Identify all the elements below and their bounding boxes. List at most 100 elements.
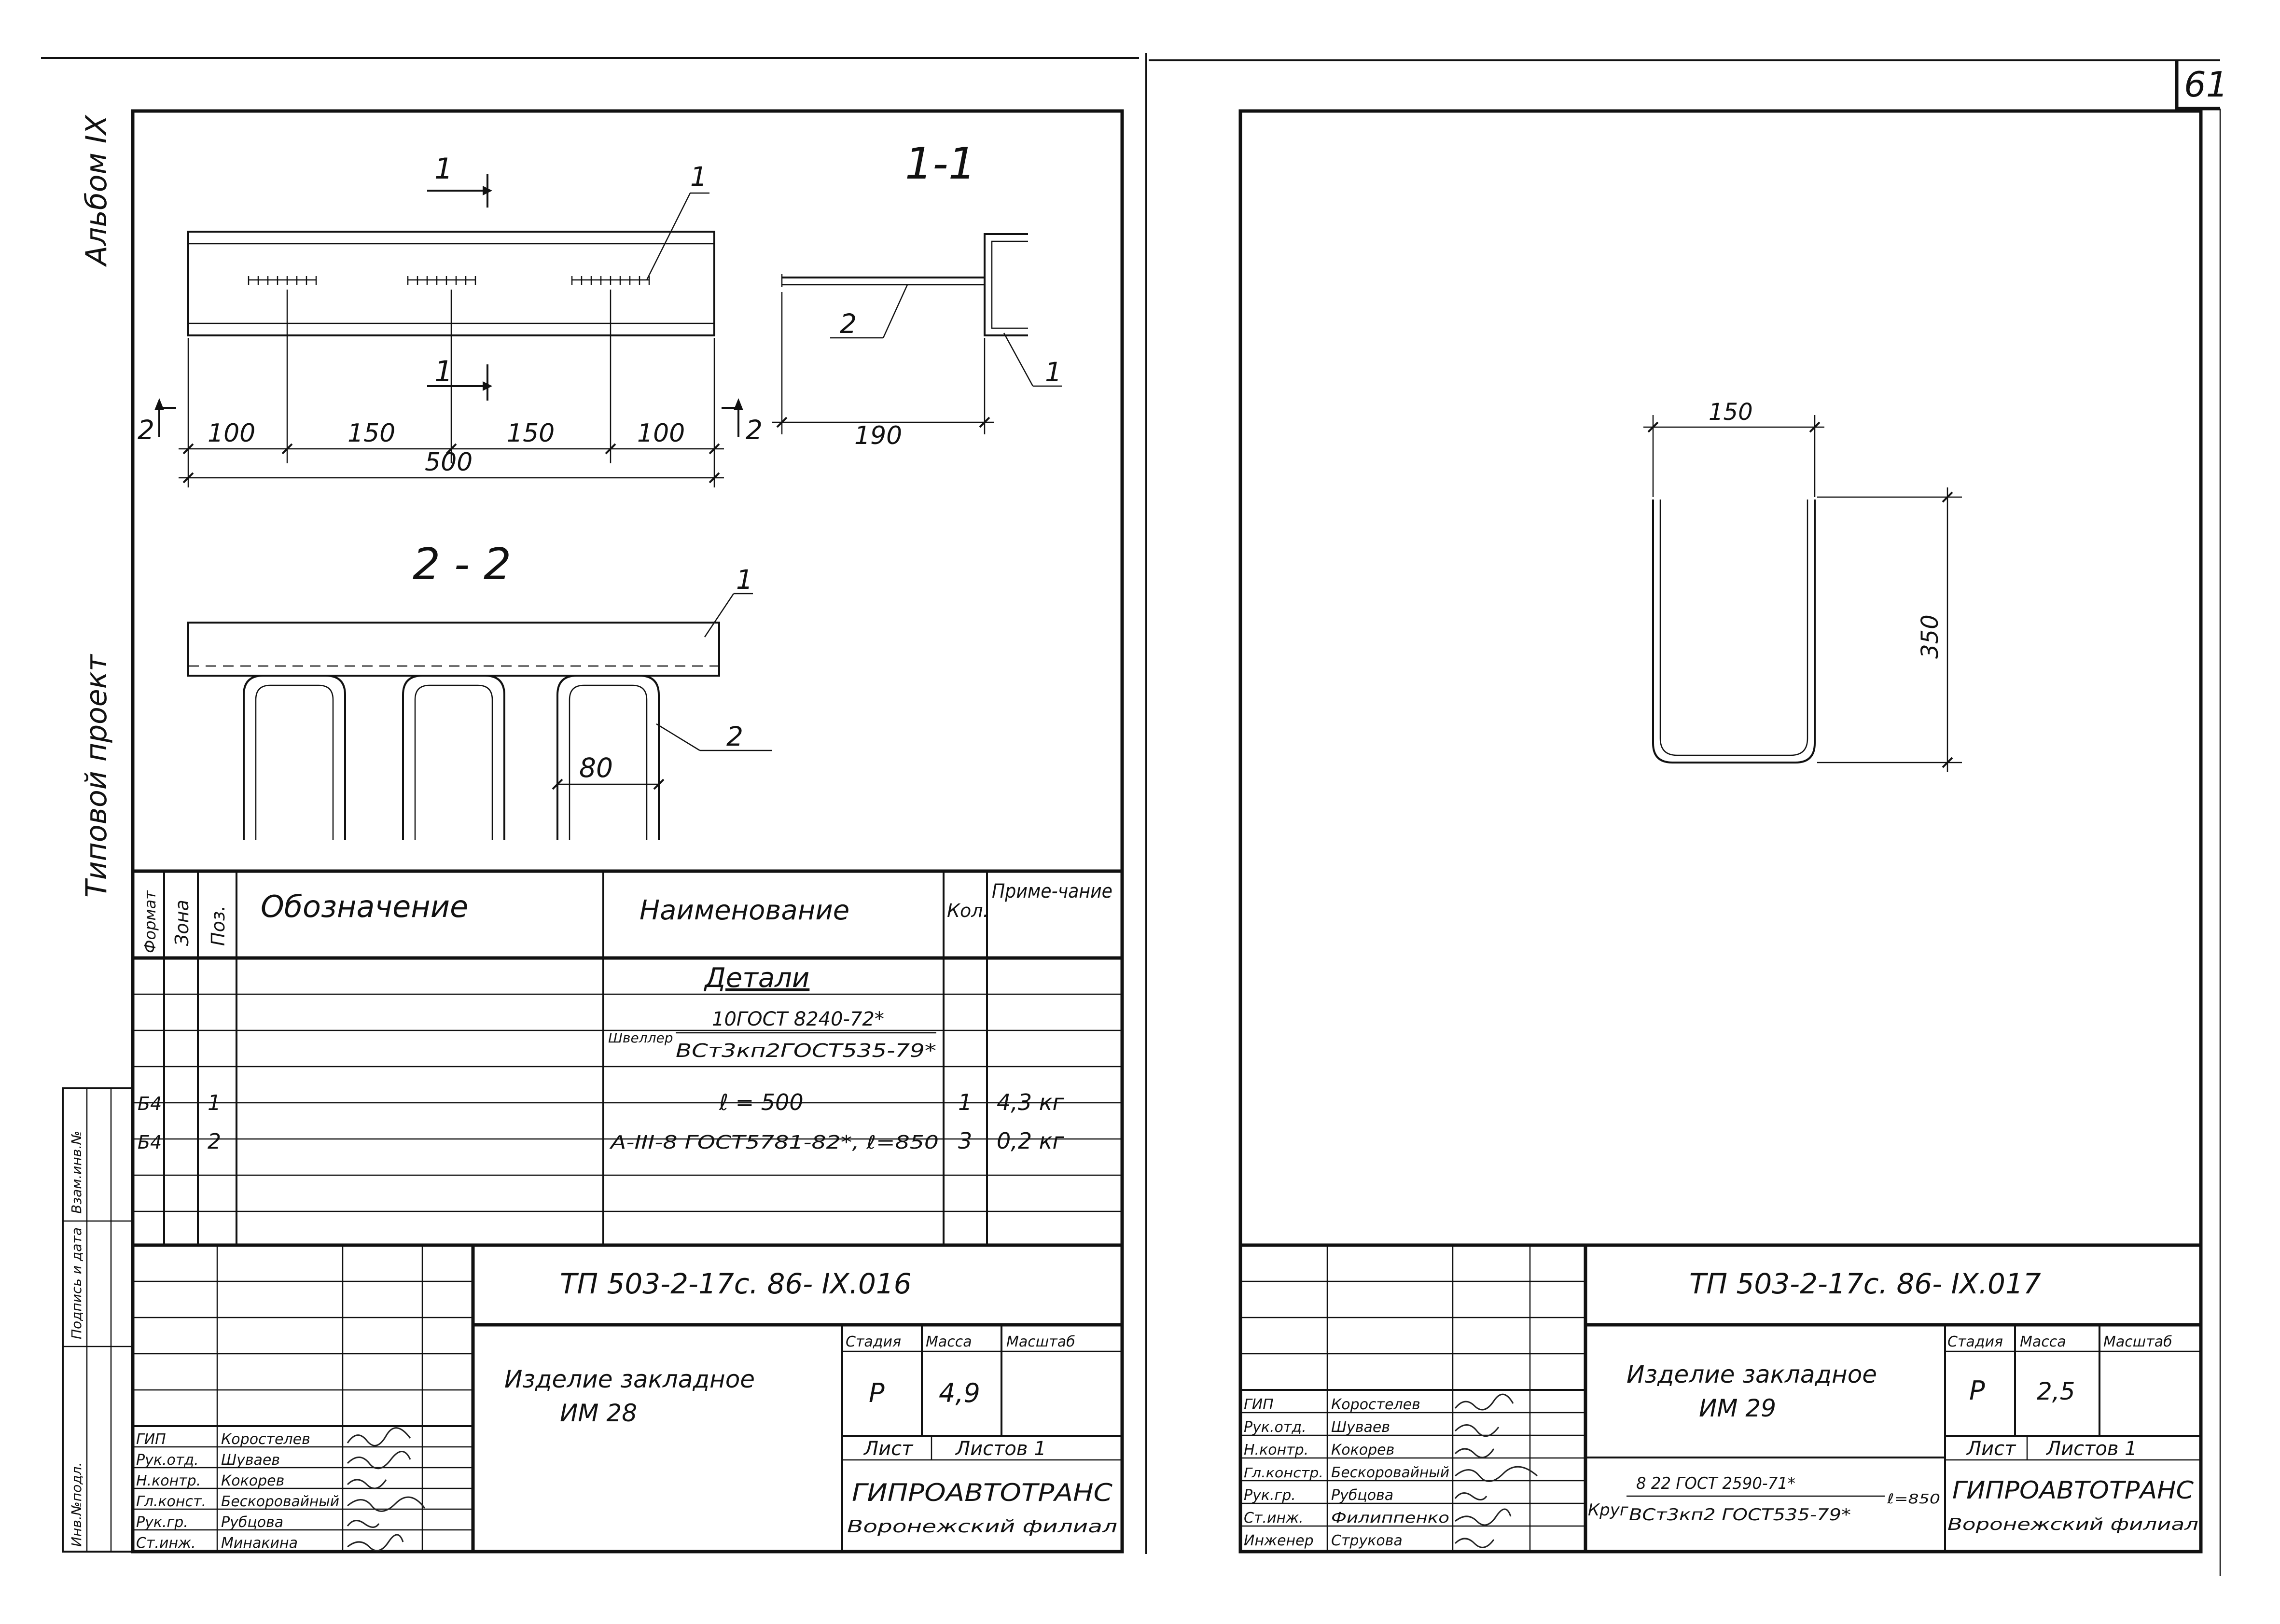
stud-group-1 — [248, 276, 317, 285]
stud-group-3 — [571, 276, 650, 285]
section-1-1-label: 1-1 — [905, 139, 976, 189]
plan-view: 1 1 2 2 1 — [138, 152, 763, 445]
right-material-word: Круг — [1588, 1500, 1629, 1520]
left-branch: Воронежский филиал — [847, 1517, 1117, 1537]
spec-header-format: Формат — [141, 890, 159, 953]
left-item-code: ИМ 28 — [560, 1399, 637, 1427]
dim-190: 190 — [854, 421, 902, 450]
project-title: Типовой проект — [80, 653, 113, 898]
svg-text:Шуваев: Шуваев — [221, 1452, 280, 1469]
spec-table — [133, 869, 1122, 1245]
left-staff-list: ГИП Коростелев Рук.отд. Шуваев Н.контр. … — [136, 1431, 339, 1552]
spec-row-2: Б4 2 A-III-8 ГОСТ5781-82*, ℓ=850 3 0,2 к… — [138, 1128, 1065, 1154]
svg-text:Бескоровайный: Бескоровайный — [221, 1493, 339, 1510]
svg-text:Коростелев: Коростелев — [1331, 1396, 1420, 1413]
right-title-block-grid — [1240, 1243, 2201, 1552]
callout-1-section22: 1 — [736, 564, 753, 595]
left-sheet-frame — [131, 109, 1124, 1554]
svg-text:Рук.гр.: Рук.гр. — [136, 1514, 188, 1531]
left-mass-value: 4,9 — [939, 1378, 980, 1408]
section-2-2-label: 2 - 2 — [413, 539, 511, 590]
cut-mark-2-right: 2 — [746, 415, 763, 445]
right-item-code: ИМ 29 — [1699, 1394, 1776, 1422]
left-sheet-label: Лист — [863, 1438, 914, 1460]
spec-row-1: Б4 1 ℓ = 500 1 4,3 кг — [138, 1089, 1065, 1115]
svg-text:ГИП: ГИП — [136, 1431, 166, 1448]
cut-mark-1-bottom: 1 — [434, 355, 453, 389]
left-stage-label: Стадия — [846, 1333, 901, 1350]
album-title: Альбом IX — [80, 114, 113, 267]
right-branch: Воронежский филиал — [1947, 1515, 2198, 1534]
svg-text:4,3 кг: 4,3 кг — [997, 1089, 1065, 1115]
svg-text:0,2 кг: 0,2 кг — [997, 1128, 1065, 1154]
svg-text:A-III-8 ГОСТ5781-82*, ℓ=850: A-III-8 ГОСТ5781-82*, ℓ=850 — [609, 1132, 939, 1153]
svg-text:1: 1 — [208, 1091, 221, 1115]
stud-group-2 — [407, 276, 476, 285]
right-sheet-frame — [1238, 109, 2203, 1554]
left-item-name: Изделие закладное — [504, 1365, 755, 1393]
svg-text:Струкова: Струкова — [1331, 1532, 1403, 1549]
svg-text:Коростелев: Коростелев — [221, 1431, 310, 1448]
spec-section-title: Детали — [703, 962, 809, 994]
dim-350-u: 350 — [1917, 614, 1944, 659]
dim-500: 500 — [425, 448, 473, 477]
right-stage-value: Р — [1969, 1375, 1985, 1406]
side-stamp-column — [62, 1087, 134, 1553]
right-signatures — [1454, 1393, 1538, 1548]
svg-text:Рубцова: Рубцова — [1331, 1487, 1393, 1504]
svg-text:Кокорев: Кокорев — [1331, 1442, 1394, 1458]
right-org: ГИПРОАВТОТРАНС — [1952, 1476, 2194, 1504]
callout-1-section: 1 — [1045, 357, 1062, 388]
svg-text:Б4: Б4 — [138, 1093, 162, 1114]
cut-mark-2-left: 2 — [138, 415, 154, 445]
page-number: 61 — [2184, 64, 2228, 105]
right-scale-label: Масштаб — [2103, 1333, 2172, 1350]
spec-channel-word: Швеллер — [608, 1030, 673, 1046]
page-number-box — [2175, 60, 2220, 111]
svg-text:Минакина: Минакина — [221, 1535, 298, 1552]
spec-channel-top: 10ГОСТ 8240-72* — [712, 1008, 884, 1030]
svg-text:Рубцова: Рубцова — [221, 1514, 283, 1531]
left-scale-label: Масштаб — [1006, 1333, 1075, 1350]
right-title-code: ТП 503-2-17с. 86- IX.017 — [1689, 1267, 2041, 1300]
stamp-label-inv: Инв.№подл. — [69, 1462, 84, 1547]
right-mass-label: Масса — [2020, 1333, 2066, 1350]
left-org: ГИПРОАВТОТРАНС — [852, 1479, 1112, 1507]
right-staff-list: ГИП Коростелев Рук.отд. Шуваев Н.контр. … — [1244, 1396, 1449, 1549]
dim-150-left: 150 — [348, 419, 395, 448]
plan-dimensions — [179, 290, 724, 487]
right-material-bottom: ВСт3кп2 ГОСТ535-79* — [1629, 1505, 1851, 1525]
cut-mark-1-top: 1 — [434, 152, 453, 186]
svg-text:Б4: Б4 — [138, 1132, 162, 1153]
svg-text:Бескоровайный: Бескоровайный — [1331, 1464, 1449, 1481]
svg-text:Н.контр.: Н.контр. — [1244, 1442, 1308, 1458]
right-sheets-label: Листов 1 — [2045, 1438, 2137, 1460]
spec-header-designation: Обозначение — [261, 889, 468, 924]
dim-150-u: 150 — [1709, 399, 1753, 426]
svg-text:ГИП: ГИП — [1244, 1396, 1274, 1413]
right-sheet-label: Лист — [1966, 1438, 2016, 1460]
left-title-block-grid — [133, 1243, 1122, 1552]
u-bar-detail — [1643, 415, 1962, 772]
svg-text:Рук.отд.: Рук.отд. — [1244, 1419, 1307, 1436]
right-material-length: ℓ=850 — [1887, 1491, 1940, 1507]
svg-text:Рук.отд.: Рук.отд. — [136, 1452, 199, 1469]
callout-2-section: 2 — [840, 308, 857, 339]
svg-text:2: 2 — [208, 1129, 221, 1154]
section-1-1-view — [772, 233, 1062, 434]
dim-100-right: 100 — [637, 419, 685, 448]
svg-text:ℓ = 500: ℓ = 500 — [719, 1089, 804, 1115]
dim-150-right: 150 — [507, 419, 555, 448]
svg-text:Гл.констр.: Гл.констр. — [1244, 1465, 1323, 1481]
svg-text:Филиппенко: Филиппенко — [1331, 1510, 1449, 1527]
left-signatures — [347, 1427, 426, 1552]
right-material-top: 8 22 ГОСТ 2590-71* — [1636, 1474, 1795, 1493]
spec-header-pos: Поз. — [208, 905, 229, 946]
spec-header-name: Наименование — [640, 895, 849, 926]
svg-text:Рук.гр.: Рук.гр. — [1244, 1487, 1296, 1504]
dim-100-left: 100 — [208, 419, 255, 448]
svg-text:Инженер: Инженер — [1244, 1532, 1314, 1549]
left-stage-value: Р — [869, 1378, 885, 1408]
svg-text:Ст.инж.: Ст.инж. — [136, 1535, 196, 1552]
